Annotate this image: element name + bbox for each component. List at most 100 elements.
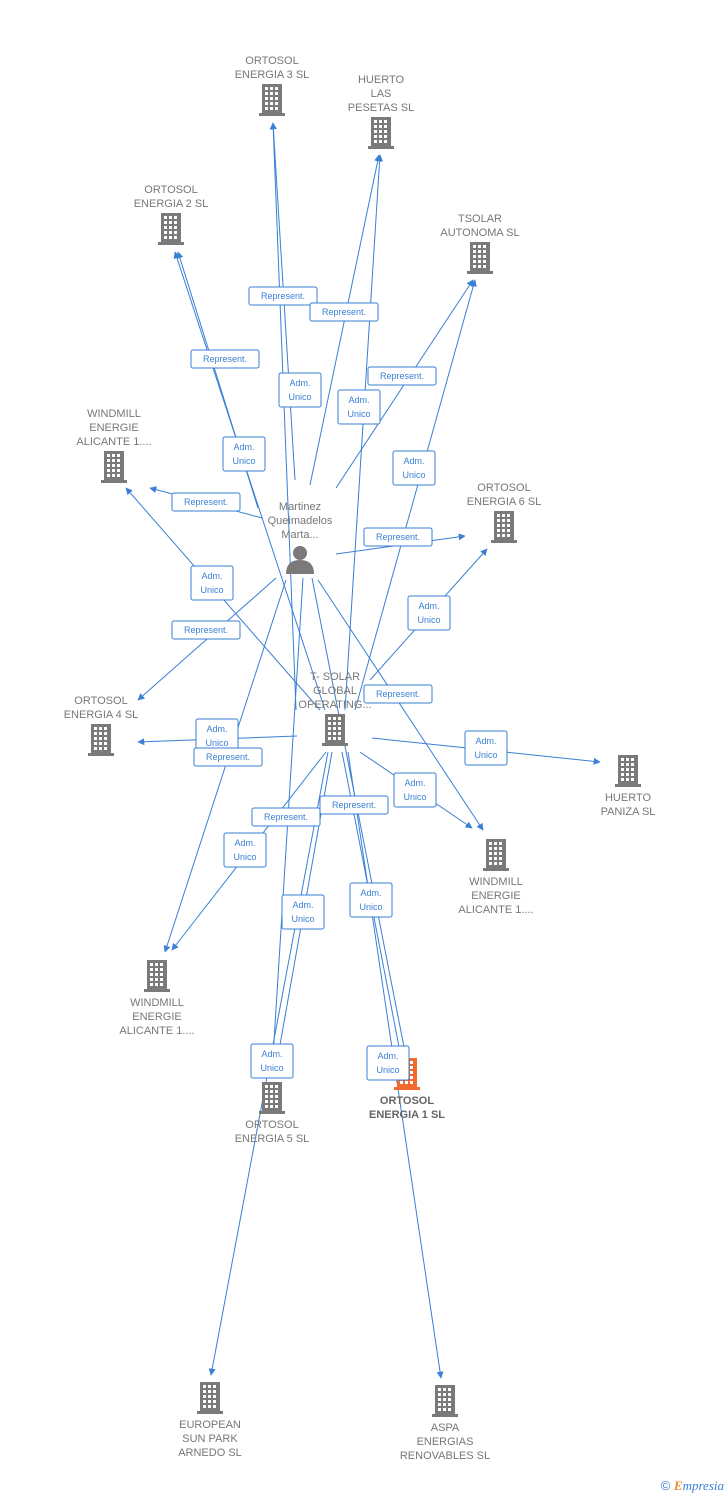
footer-credit[interactable]: © Empresia (661, 1478, 724, 1494)
node-label: WINDMILL (469, 876, 523, 888)
edge-label-text: Represent. (376, 532, 420, 542)
edge-line (173, 251, 326, 711)
edge-label-represent[interactable]: Represent. (319, 795, 389, 815)
edge-label-represent[interactable]: Represent. (171, 492, 241, 512)
edge-label-text: Represent. (332, 800, 376, 810)
edge-label-text: Represent. (206, 752, 250, 762)
edge-label-text: Represent. (203, 354, 247, 364)
node-label: Marta... (281, 529, 318, 541)
building-icon (491, 511, 517, 543)
edge-label-text: Unico (260, 1063, 283, 1073)
edge-label-represent[interactable]: Represent. (190, 349, 260, 369)
edge-label-text: Unico (232, 456, 255, 466)
edge-label-represent[interactable]: Represent. (193, 747, 263, 767)
node-label: ENERGIA 2 SL (134, 198, 209, 210)
node-person[interactable]: MartinezQueimadelosMarta... (268, 501, 333, 574)
brand-logo: Empresia (673, 1478, 724, 1493)
edge-label-adm-unico[interactable]: Adm.Unico (190, 565, 234, 601)
edge-label-text: Represent. (264, 812, 308, 822)
edge-label-adm-unico[interactable]: Adm.Unico (223, 832, 267, 868)
node-label: AUTONOMA SL (440, 227, 519, 239)
edge-label-adm-unico[interactable]: Adm.Unico (407, 595, 451, 631)
edge-label-text: Unico (376, 1065, 399, 1075)
node-label: ORTOSOL (245, 55, 298, 67)
edge-label-text: Represent. (261, 291, 305, 301)
node-label: ENERGIA 6 SL (467, 496, 542, 508)
edge-label-adm-unico[interactable]: Adm. Unico (222, 436, 266, 472)
node-label: ALICANTE 1.... (119, 1025, 194, 1037)
edge-label-text: Unico (359, 902, 382, 912)
node-label: ENERGIE (132, 1011, 182, 1023)
edge-label-text: Unico (291, 914, 314, 924)
edge-label-adm-unico[interactable]: Adm.Unico (281, 894, 325, 930)
edge-label-adm-unico[interactable]: Adm.Unico (464, 730, 508, 766)
node-label: HUERTO (358, 74, 404, 86)
edge-line (354, 279, 477, 711)
node-label: ENERGIE (89, 422, 139, 434)
building-icon (432, 1385, 458, 1417)
edge-label-adm-unico[interactable]: Adm. Unico (250, 1043, 294, 1079)
edge-label-represent[interactable]: Represent. (171, 620, 241, 640)
edge-line (317, 579, 484, 831)
edge-label-text: Represent. (380, 371, 424, 381)
building-icon (101, 451, 127, 483)
edge-label-text: Adm. (348, 395, 369, 405)
edge-line (344, 154, 384, 711)
node-label: ORTOSOL (380, 1095, 434, 1107)
node-label: RENOVABLES SL (400, 1450, 490, 1462)
building-icon (88, 724, 114, 756)
edge-label-text: Adm. (418, 601, 439, 611)
node-label: ENERGIA 1 SL (369, 1109, 445, 1121)
edge-label-represent[interactable]: Represent. (251, 807, 321, 827)
edge-label-adm-unico[interactable]: Adm. Unico (337, 389, 381, 425)
building-icon (197, 1382, 223, 1414)
building-icon (483, 839, 509, 871)
person-icon (286, 546, 314, 574)
edge-label-text: Represent. (376, 689, 420, 699)
edge-label-adm-unico[interactable]: Adm.Unico (393, 772, 437, 808)
edge-label-represent[interactable]: Represent. (248, 286, 318, 306)
building-icon (368, 117, 394, 149)
edge-label-text: Unico (347, 409, 370, 419)
edge-label-represent[interactable]: Represent. (363, 684, 433, 704)
node-tsolar_global[interactable]: T- SOLARGLOBALOPERATING... (298, 671, 372, 746)
edge-label-adm-unico[interactable]: Adm.Unico (349, 882, 393, 918)
node-label: LAS (371, 88, 392, 100)
node-label: GLOBAL (313, 685, 357, 697)
edge-label-adm-unico[interactable]: Adm. Unico (278, 372, 322, 408)
edge-label-text: Adm. (233, 442, 254, 452)
node-label: ASPA (431, 1422, 460, 1434)
edge-label-adm-unico[interactable]: Adm.Unico (366, 1045, 410, 1081)
edge-label-text: Unico (403, 792, 426, 802)
edge-label-represent[interactable]: Represent. (367, 366, 437, 386)
building-icon (467, 242, 493, 274)
edge-label-text: Adm. (206, 724, 227, 734)
edge-label-adm-unico[interactable]: Adm.Unico (392, 450, 436, 486)
edge-label-text: Unico (288, 392, 311, 402)
node-label: ENERGIA 4 SL (64, 709, 139, 721)
edge-label-text: Unico (205, 738, 228, 748)
edge-label-text: Adm. (289, 378, 310, 388)
edge-label-represent[interactable]: Represent. (309, 302, 379, 322)
node-label: OPERATING... (298, 699, 371, 711)
node-label: ENERGIE (471, 890, 521, 902)
edge-label-text: Adm. (475, 736, 496, 746)
edge-label-represent[interactable]: Represent. (363, 527, 433, 547)
edge-label-text: Adm. (261, 1049, 282, 1059)
